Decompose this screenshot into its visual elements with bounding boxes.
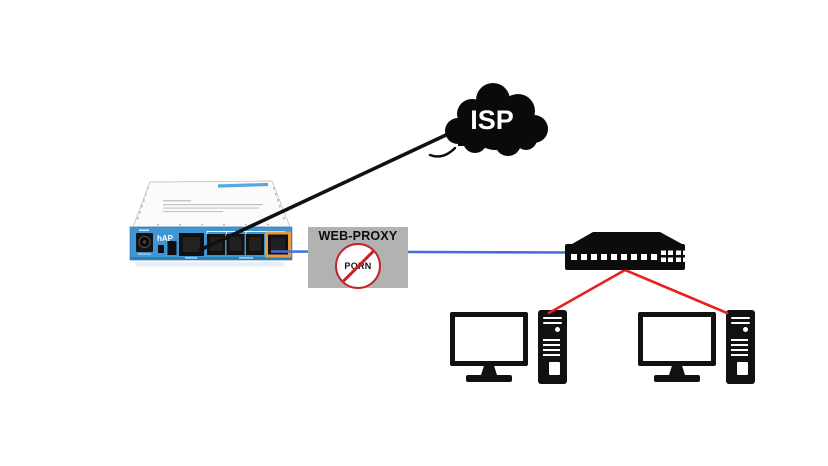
cloud-shape: [445, 83, 548, 156]
reset-button: [158, 245, 164, 253]
monitor-stand-neck: [481, 366, 497, 375]
wan-link-line: [198, 126, 463, 252]
tower-power-button: [743, 327, 748, 332]
tower-vent: [731, 344, 748, 346]
no-porn-sign-icon: PORN: [335, 243, 381, 289]
switch-ports: [571, 250, 687, 262]
tower-power-button: [555, 327, 560, 332]
tower-vent: [543, 349, 560, 351]
tower-bay: [549, 362, 560, 375]
monitor-icon: [638, 312, 716, 366]
isp-cloud-icon: ISP: [428, 83, 548, 158]
pc-tower-icon: [726, 310, 755, 384]
network-switch-icon: [565, 232, 687, 270]
web-proxy-box: WEB-PROXY PORN: [308, 227, 408, 289]
port-group-bracket: [206, 231, 286, 234]
isp-label: ISP: [470, 105, 514, 135]
cloud-tail: [428, 146, 457, 158]
pc-tower-icon: [538, 310, 567, 384]
tower-drive-slot: [731, 317, 750, 319]
router-model-label: hAP: [157, 234, 174, 243]
tower-drive-slot: [543, 322, 562, 324]
tower-drive-slot: [731, 322, 750, 324]
tower-vent: [731, 349, 748, 351]
tower-drive-slot: [543, 317, 562, 319]
desktop-computer-right: [638, 310, 758, 390]
client-link-left-line: [547, 268, 627, 315]
switch-lid: [572, 232, 682, 244]
desktop-computer-left: [450, 310, 570, 390]
monitor-stand-base: [466, 375, 512, 382]
power-jack: [136, 229, 153, 255]
tower-vent: [543, 354, 560, 356]
monitor-stand-base: [654, 375, 700, 382]
usb-port: [167, 241, 177, 255]
tower-vent: [543, 344, 560, 346]
router-top-label-text: [163, 200, 263, 213]
web-proxy-label: WEB-PROXY: [318, 229, 398, 243]
tower-bay: [737, 362, 748, 375]
tower-vent: [731, 354, 748, 356]
tower-vent: [731, 339, 748, 341]
monitor-icon: [450, 312, 528, 366]
monitor-stand-neck: [669, 366, 685, 375]
tower-vent: [543, 339, 560, 341]
router-top-cover: [132, 180, 291, 228]
router-top-sticker: [217, 182, 269, 188]
client-link-right-line: [623, 268, 729, 315]
router-reflection: [135, 262, 285, 267]
